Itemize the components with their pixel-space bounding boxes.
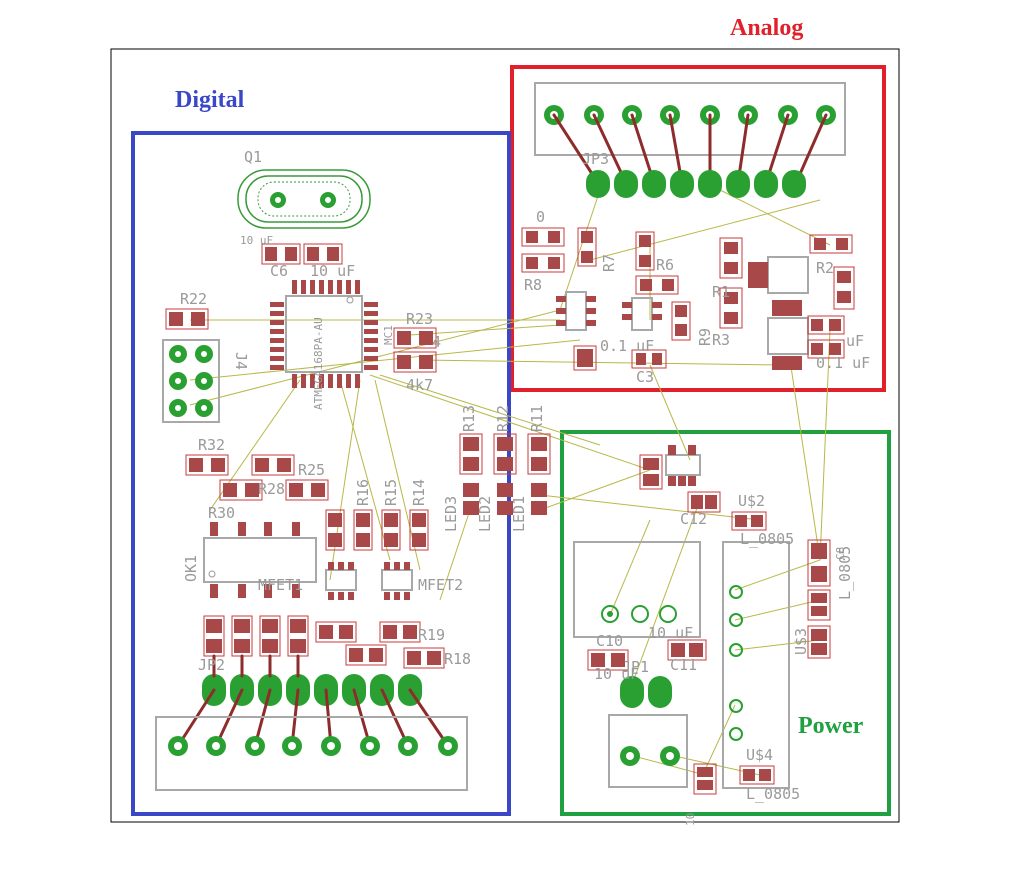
r9-label: R9: [696, 328, 714, 346]
digital-caps-top: [261, 243, 343, 265]
r30-label: R30: [208, 504, 235, 522]
jp1-label: JP1: [622, 658, 649, 676]
digital-label: Digital: [175, 87, 245, 113]
r28-label: R28: [258, 480, 285, 498]
digital-resistor-bank: [203, 615, 309, 657]
mfet1-label: MFET1: [258, 576, 303, 594]
analog-region: [510, 65, 886, 392]
jp3-label: JP3: [582, 150, 609, 168]
jp2-bottom-pins: [168, 736, 458, 756]
analog-label: Analog: [730, 15, 803, 41]
l0805-c-label: L_0805: [746, 785, 800, 803]
jp3-top-pins: [544, 105, 836, 125]
ok1-label: OK1: [182, 555, 200, 582]
jp2-connector: [155, 654, 468, 791]
analog-components: [521, 227, 855, 371]
jp3-connector: JP3: [534, 82, 846, 198]
c8-label: C8: [834, 547, 847, 560]
digital-resistors-mid: [185, 454, 329, 501]
c3-label: C3: [636, 368, 654, 386]
r4-label: 4: [432, 333, 441, 351]
r22-label: R22: [180, 290, 207, 308]
j4-label: J4: [232, 352, 250, 370]
jp3-bottom-pins: [586, 170, 806, 198]
val-10-label: 10: [684, 813, 697, 826]
mc1-label: MC1: [382, 325, 395, 345]
jp2-label: JP2: [198, 656, 225, 674]
led1-label: LED1: [510, 496, 528, 532]
u3-label: U$3: [792, 628, 810, 655]
r3-label: R3: [712, 331, 730, 349]
ok1-optocoupler: [203, 522, 317, 598]
atmega-label: ATMEGA168PA-AU: [312, 317, 325, 410]
u2-label: U$2: [738, 492, 765, 510]
cap-10uf-c: 10 uF: [648, 624, 693, 642]
j4-connector: [162, 339, 220, 423]
q1-crystal: [237, 169, 371, 229]
cap-uf-label: uF: [846, 332, 864, 350]
r16-label: R16: [354, 479, 372, 506]
r14-r16-parts: [325, 509, 429, 551]
r18-label: R18: [444, 650, 471, 668]
r19-label: R19: [418, 626, 445, 644]
r23-label: R23: [406, 310, 433, 328]
r23-part: [393, 327, 437, 373]
r7-label: R7: [600, 254, 618, 272]
r11-r13-parts: [459, 433, 551, 515]
r12-label: R12: [494, 405, 512, 432]
led3-label: LED3: [442, 496, 460, 532]
r25-label: R25: [298, 461, 325, 479]
cap-10uf-b: 10 uF: [310, 262, 355, 280]
c6-label: C6: [270, 262, 288, 280]
power-label: Power: [798, 713, 864, 739]
c12-label: C12: [680, 510, 707, 528]
r0-label: 0: [536, 208, 545, 226]
mcu-atmega: [270, 280, 378, 388]
r14-label: R14: [410, 479, 428, 506]
r6-label: R6: [656, 256, 674, 274]
u4-label: U$4: [746, 746, 773, 764]
l0805-a-label: L_0805: [740, 530, 794, 548]
mfet-parts: [325, 562, 413, 600]
r18-r19-parts: [315, 621, 445, 669]
r22-part: [165, 308, 209, 330]
r15-label: R15: [382, 479, 400, 506]
c11-label: C11: [670, 656, 697, 674]
mfet2-label: MFET2: [418, 576, 463, 594]
r13-label: R13: [460, 405, 478, 432]
l0805-b-label: L_0805: [836, 546, 854, 600]
r32-label: R32: [198, 436, 225, 454]
cap-01uf-b: 0.1 uF: [816, 354, 870, 372]
power-components: [573, 445, 831, 795]
4k7-label: 4k7: [406, 376, 433, 394]
cap-10uf-d: 10 uF: [594, 665, 639, 683]
c10-label: C10: [596, 632, 623, 650]
cap-01uf-a: 0.1 uF: [600, 337, 654, 355]
board-outline: [110, 48, 900, 823]
r8-label: R8: [524, 276, 542, 294]
q1-label: Q1: [244, 148, 262, 166]
r1-label: R1: [712, 283, 730, 301]
r11-label: R11: [528, 405, 546, 432]
cap-10uf-a: 10 uF: [240, 234, 273, 247]
r2-label: R2: [816, 259, 834, 277]
power-region: [560, 430, 891, 816]
jp2-top-pins: [202, 674, 422, 706]
led2-label: LED2: [476, 496, 494, 532]
